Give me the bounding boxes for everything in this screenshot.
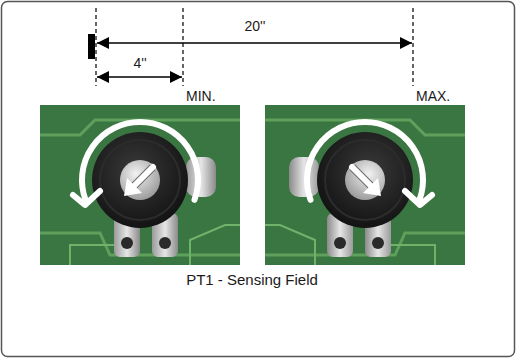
potentiometer-photo (40, 105, 240, 265)
min-line (182, 8, 183, 86)
dimension-label: 20'' (245, 18, 266, 34)
sensor-face (88, 34, 95, 59)
limit-label: MIN. (186, 88, 216, 104)
dimension-label: 4'' (133, 55, 146, 71)
reference-line (95, 8, 96, 86)
potentiometer-photo (265, 105, 465, 265)
limit-label: MAX. (416, 88, 450, 104)
figure-caption: PT1 - Sensing Field (186, 271, 318, 289)
dimension-arrow (97, 42, 412, 44)
max-line (412, 8, 413, 86)
dimension-arrow (97, 76, 182, 78)
